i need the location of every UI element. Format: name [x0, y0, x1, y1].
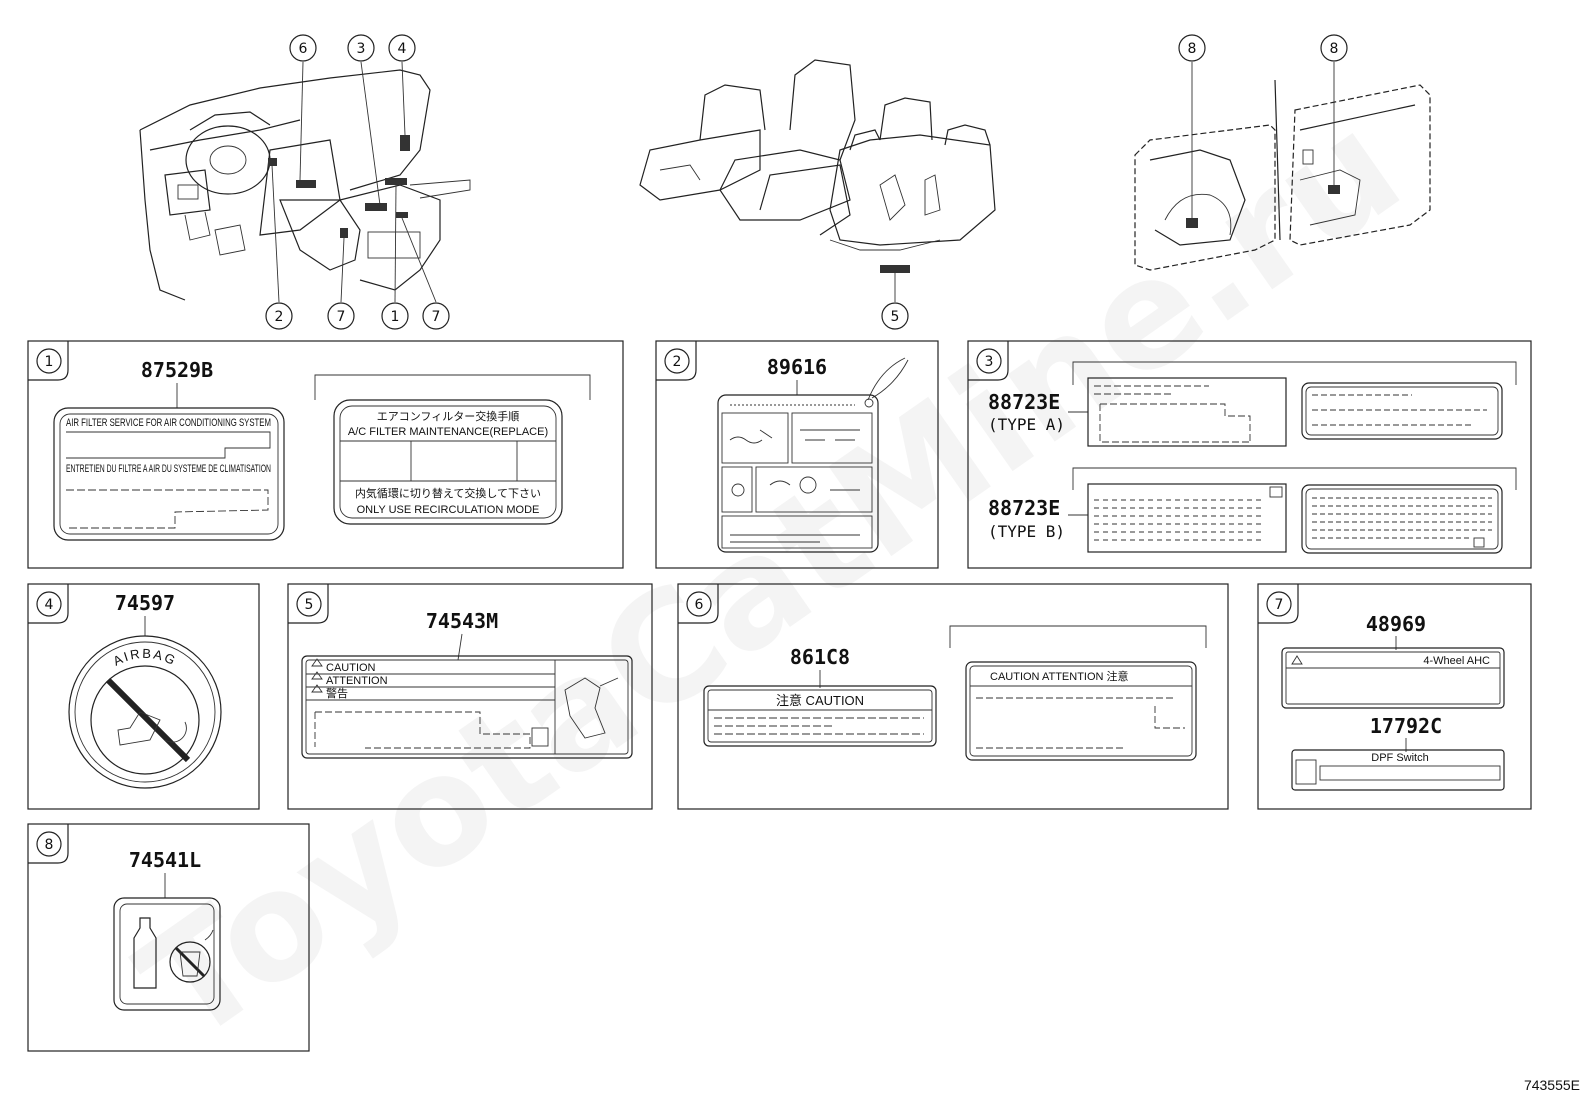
callout-7-top-b: 7 — [422, 302, 450, 330]
svg-text:AIRBAG: AIRBAG — [111, 646, 180, 669]
svg-text:1: 1 — [391, 309, 400, 325]
dashboard-overview: 6 3 4 2 7 1 7 — [139, 34, 471, 330]
label-74543m-caution: CAUTION — [326, 662, 376, 674]
part-number-861C8: 861C8 — [790, 645, 850, 669]
panel-2-number: 2 — [673, 354, 682, 370]
bottle-icon — [133, 917, 157, 989]
svg-text:5: 5 — [891, 309, 900, 325]
part-number-87529B: 87529B — [141, 358, 213, 382]
label-recirc-jp: 内気循環に切り替えて交換して下さい — [355, 486, 541, 500]
type-b-label: (TYPE B) — [988, 522, 1065, 541]
callout-2-top: 2 — [265, 302, 293, 330]
reference-code: 743555E — [1524, 1077, 1580, 1093]
panel-3-number: 3 — [985, 354, 994, 370]
label-48969-text: 4-Wheel AHC — [1423, 655, 1490, 667]
label-74543m-attention: ATTENTION — [326, 675, 388, 687]
panel-1-number: 1 — [45, 354, 54, 370]
svg-text:2: 2 — [275, 309, 284, 325]
label-recirc-note: ONLY USE RECIRCULATION MODE — [357, 504, 540, 516]
panel-2: 2 89616 — [655, 340, 939, 569]
panel-3: 3 88723E (TYPE A) 88723E (TYPE B) — [967, 340, 1532, 569]
label-87529b-subtitle: ENTRETIEN DU FILTRE A AIR DU SYSTEME DE … — [66, 463, 271, 475]
panel-4: 4 74597 AIRBAG — [27, 583, 260, 810]
callout-8-top-a: 8 — [1178, 34, 1206, 62]
panel-8: 8 74541L — [27, 823, 310, 1052]
panel-7: 7 48969 4-Wheel AHC 17792C DPF Switch — [1257, 583, 1532, 810]
callout-5-top: 5 — [881, 302, 909, 330]
label-ac-filter-jp: エアコンフィルター交換手順 — [377, 409, 519, 423]
part-number-74541L: 74541L — [129, 848, 201, 872]
callout-6-top: 6 — [289, 34, 317, 62]
panel-7-number: 7 — [1275, 597, 1284, 613]
svg-text:3: 3 — [357, 41, 366, 57]
label-74543m-warning: 警告 — [326, 686, 348, 700]
part-number-88723e-a: 88723E — [988, 390, 1060, 414]
part-number-88723e-b: 88723E — [988, 496, 1060, 520]
callout-1-top: 1 — [381, 302, 409, 330]
panel-1: 1 87529B AIR FILTER SERVICE FOR AIR COND… — [27, 340, 624, 569]
svg-text:8: 8 — [1330, 41, 1339, 57]
panel-5-number: 5 — [305, 597, 314, 613]
label-ac-filter-title: A/C FILTER MAINTENANCE(REPLACE) — [348, 426, 548, 438]
callout-3-top: 3 — [347, 34, 375, 62]
part-number-48969: 48969 — [1366, 612, 1426, 636]
svg-text:7: 7 — [432, 309, 441, 325]
panel-6-number: 6 — [695, 597, 704, 613]
svg-text:7: 7 — [337, 309, 346, 325]
svg-text:6: 6 — [299, 41, 308, 57]
callout-8-top-b: 8 — [1320, 34, 1348, 62]
panel-5: 5 74543M CAUTION ATTENTION 警告 — [287, 583, 653, 810]
no-drink-icon — [169, 941, 211, 983]
part-number-17792C: 17792C — [1370, 714, 1442, 738]
panel-4-number: 4 — [45, 597, 54, 613]
type-a-label: (TYPE A) — [988, 415, 1065, 434]
airbag-text: AIRBAG — [111, 646, 178, 669]
doors-overview: 8 8 — [1134, 34, 1431, 271]
part-number-89616: 89616 — [767, 355, 827, 379]
part-number-74597: 74597 — [115, 591, 175, 615]
label-87529b-title: AIR FILTER SERVICE FOR AIR CONDITIONING … — [66, 417, 271, 429]
label-861c8-caution: 注意 CAUTION — [776, 693, 864, 708]
svg-text:4: 4 — [398, 41, 407, 57]
label-861c8-b-caution: CAUTION ATTENTION 注意 — [990, 669, 1129, 683]
callout-7-top-a: 7 — [327, 302, 355, 330]
part-number-74543M: 74543M — [426, 609, 498, 633]
svg-text:8: 8 — [1188, 41, 1197, 57]
callout-4-top: 4 — [388, 34, 416, 62]
panel-8-number: 8 — [45, 837, 54, 853]
label-17792c-text: DPF Switch — [1371, 752, 1428, 764]
seats-overview: 5 — [639, 59, 996, 330]
panel-6: 6 861C8 注意 CAUTION CAUTION ATTENTION 注意 — [677, 583, 1229, 810]
